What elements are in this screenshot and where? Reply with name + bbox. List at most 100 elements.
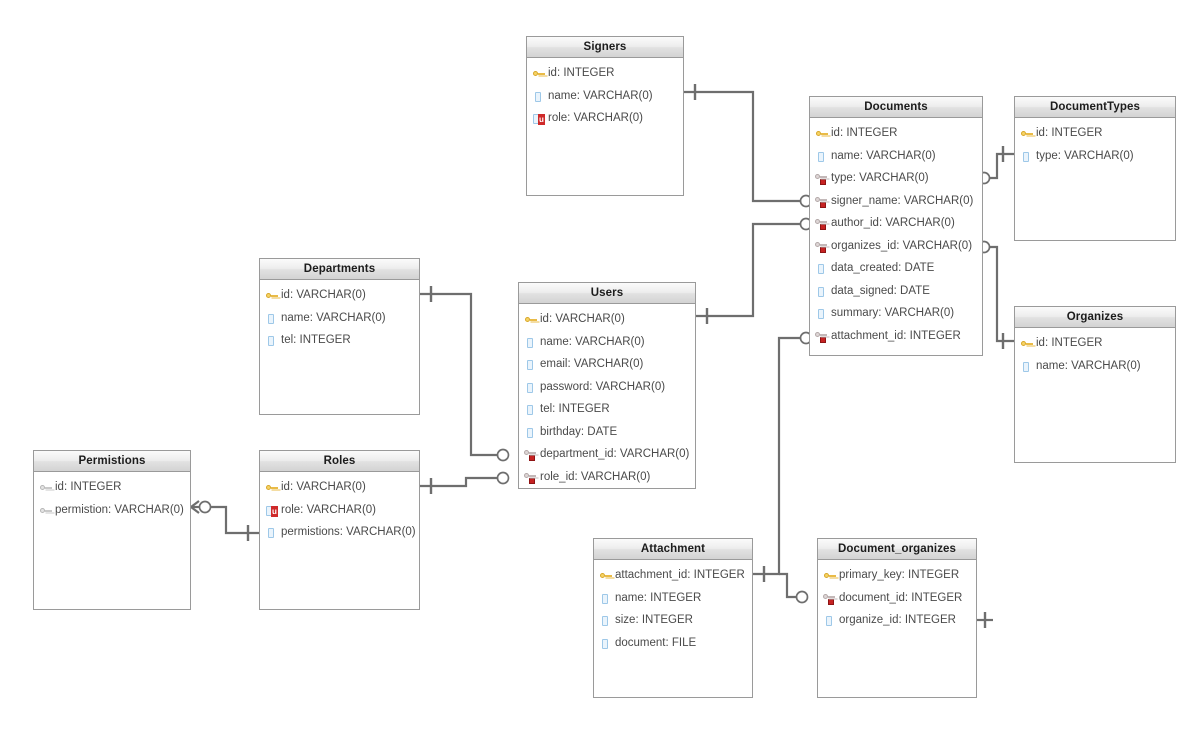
column-row[interactable]: type: VARCHAR(0) [810, 167, 982, 190]
connector-signers-documents[interactable] [684, 84, 813, 208]
key-icon [39, 503, 53, 517]
connector-departments-users[interactable] [420, 286, 510, 462]
entity-header-document_organizes[interactable]: Document_organizes [818, 539, 976, 560]
column-label: attachment_id: INTEGER [615, 569, 745, 581]
column-row[interactable]: tel: INTEGER [519, 398, 695, 421]
entity-table-users[interactable]: Users id: VARCHAR(0) name: VARCHAR(0) email… [518, 282, 696, 489]
column-row[interactable]: signer_name: VARCHAR(0) [810, 190, 982, 213]
primary-key-icon [1020, 336, 1034, 350]
entity-table-roles[interactable]: Roles id: VARCHAR(0) role: VARCHAR(0) permi… [259, 450, 420, 610]
column-row[interactable]: organizes_id: VARCHAR(0) [810, 235, 982, 258]
column-row[interactable]: id: INTEGER [1015, 332, 1175, 355]
entity-header-documents[interactable]: Documents [810, 97, 982, 118]
entity-columns-document_organizes: primary_key: INTEGER document_id: INTEGER… [818, 560, 976, 632]
column-row[interactable]: name: VARCHAR(0) [260, 307, 419, 330]
column-label: permistions: VARCHAR(0) [281, 526, 416, 538]
column-label: primary_key: INTEGER [839, 569, 960, 581]
entity-header-users[interactable]: Users [519, 283, 695, 304]
connector-roles-users[interactable] [420, 471, 510, 495]
connector-permistions-roles[interactable] [189, 500, 259, 541]
column-row[interactable]: size: INTEGER [594, 609, 752, 632]
column-row[interactable]: id: VARCHAR(0) [519, 308, 695, 331]
connector-attachment-documents[interactable] [753, 331, 813, 583]
column-row[interactable]: summary: VARCHAR(0) [810, 302, 982, 325]
entity-header-roles[interactable]: Roles [260, 451, 419, 472]
column-row[interactable]: id: VARCHAR(0) [260, 476, 419, 499]
column-row[interactable]: name: INTEGER [594, 587, 752, 610]
column-row[interactable]: id: INTEGER [34, 476, 190, 499]
entity-header-documenttypes[interactable]: DocumentTypes [1015, 97, 1175, 118]
column-row[interactable]: primary_key: INTEGER [818, 564, 976, 587]
column-icon [1020, 359, 1034, 373]
column-row[interactable]: role_id: VARCHAR(0) [519, 466, 695, 489]
column-row[interactable]: author_id: VARCHAR(0) [810, 212, 982, 235]
foreign-key-icon [815, 329, 829, 343]
column-row[interactable]: id: INTEGER [810, 122, 982, 145]
column-row[interactable]: tel: INTEGER [260, 329, 419, 352]
column-row[interactable]: name: VARCHAR(0) [1015, 355, 1175, 378]
column-label: department_id: VARCHAR(0) [540, 448, 690, 460]
column-label: signer_name: VARCHAR(0) [831, 194, 974, 207]
column-row[interactable]: permistion: VARCHAR(0) [34, 499, 190, 522]
column-label: type: VARCHAR(0) [831, 172, 929, 184]
column-label: name: VARCHAR(0) [1036, 359, 1141, 372]
connector-document-organizes-stub[interactable] [977, 612, 993, 628]
entity-header-signers[interactable]: Signers [527, 37, 683, 58]
column-label: name: VARCHAR(0) [281, 311, 386, 324]
column-label: name: VARCHAR(0) [540, 335, 645, 348]
column-row[interactable]: name: VARCHAR(0) [519, 331, 695, 354]
column-label: organize_id: INTEGER [839, 614, 956, 626]
connector-attachment-document-organizes[interactable] [779, 572, 809, 604]
column-row[interactable]: data_created: DATE [810, 257, 982, 280]
entity-table-attachment[interactable]: Attachment attachment_id: INTEGER name: IN… [593, 538, 753, 698]
column-icon [524, 380, 538, 394]
column-row[interactable]: name: VARCHAR(0) [810, 145, 982, 168]
foreign-key-badge [529, 455, 535, 462]
column-row[interactable]: organize_id: INTEGER [818, 609, 976, 632]
column-row[interactable]: id: VARCHAR(0) [260, 284, 419, 307]
entity-header-organizes[interactable]: Organizes [1015, 307, 1175, 328]
column-row[interactable]: id: INTEGER [527, 62, 683, 85]
column-row[interactable]: attachment_id: INTEGER [810, 325, 982, 348]
column-row[interactable]: birthday: DATE [519, 421, 695, 444]
column-row[interactable]: password: VARCHAR(0) [519, 376, 695, 399]
column-row[interactable]: department_id: VARCHAR(0) [519, 443, 695, 466]
column-row[interactable]: document_id: INTEGER [818, 587, 976, 610]
entity-header-departments[interactable]: Departments [260, 259, 419, 280]
entity-table-organizes[interactable]: Organizes id: INTEGER name: VARCHAR(0) [1014, 306, 1176, 463]
entity-header-attachment[interactable]: Attachment [594, 539, 752, 560]
primary-key-icon [532, 66, 546, 80]
column-icon [815, 284, 829, 298]
column-label: data_signed: DATE [831, 284, 930, 297]
column-row[interactable]: permistions: VARCHAR(0) [260, 521, 419, 544]
primary-key-icon [599, 568, 613, 582]
column-row[interactable]: attachment_id: INTEGER [594, 564, 752, 587]
column-row[interactable]: role: VARCHAR(0) [260, 499, 419, 522]
entity-table-document_organizes[interactable]: Document_organizes primary_key: INTEGER do… [817, 538, 977, 698]
column-row[interactable]: email: VARCHAR(0) [519, 353, 695, 376]
connector-organizes-documents[interactable] [977, 240, 1015, 350]
column-row[interactable]: data_signed: DATE [810, 280, 982, 303]
column-row[interactable]: document: FILE [594, 632, 752, 655]
entity-table-departments[interactable]: Departments id: VARCHAR(0) name: VARCHAR(0… [259, 258, 420, 415]
foreign-key-icon [815, 239, 829, 253]
column-row[interactable]: id: INTEGER [1015, 122, 1175, 145]
column-row[interactable]: role: VARCHAR(0) [527, 107, 683, 130]
connector-users-documents[interactable] [696, 217, 813, 325]
entity-header-permistions[interactable]: Permistions [34, 451, 190, 472]
column-label: tel: INTEGER [281, 334, 351, 346]
connector-documenttypes-documents[interactable] [977, 146, 1015, 185]
column-icon [815, 261, 829, 275]
column-row[interactable]: name: VARCHAR(0) [527, 85, 683, 108]
column-icon [524, 402, 538, 416]
column-icon [815, 306, 829, 320]
column-row[interactable]: type: VARCHAR(0) [1015, 145, 1175, 168]
column-label: role: VARCHAR(0) [281, 503, 376, 516]
